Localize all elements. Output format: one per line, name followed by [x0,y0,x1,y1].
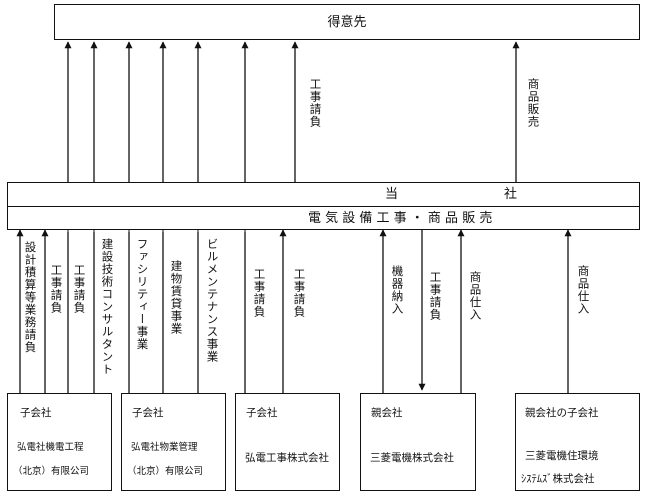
label-facility-business: ファシリティー事業 [135,238,150,351]
company-name: 弘電社機電工程 [17,442,84,453]
company-name-line2: （北京）有限公司 [13,466,90,477]
label-construction-4: 工事請負 [292,268,307,318]
company-type: 子会社 [20,407,52,419]
upper-label-sales: 商品販売 [526,78,541,128]
parent-company-box: 親会社 三菱電機株式会社 [360,393,476,491]
customer-box: 得意先 [54,4,640,40]
customer-label: 得意先 [327,15,367,30]
subsidiary-box-1: 子会社 弘電社機電工程 （北京）有限公司 [7,393,112,491]
label-construction-3: 工事請負 [252,268,267,318]
company-type: 親会社 [371,407,403,419]
company-business-label: 電 気 設 備 工 事 ・ 商 品 販 売 [308,211,493,226]
company-type: 子会社 [246,407,278,419]
company-name: 三菱電機株式会社 [370,452,454,464]
parent-subsidiary-box: 親会社の子会社 三菱電機住環境 ｼｽﾃﾑｽﾞ株式会社 [515,393,640,491]
upper-label-construction: 工事請負 [308,78,323,128]
company-name-line2: （北京）有限公司 [127,466,204,477]
label-engineering-consulting: 建設技術コンサルタント [100,238,115,376]
subsidiary-box-2: 子会社 弘電社物業管理 （北京）有限公司 [121,393,226,491]
company-name: 三菱電機住環境 [525,450,599,462]
company-type: 親会社の子会社 [525,407,599,419]
label-construction-2: 工事請負 [72,264,87,314]
label-goods-purchase-1: 商品仕入 [468,271,483,321]
company-row1-left: 当 [385,187,399,202]
company-box: 当 社 電 気 設 備 工 事 ・ 商 品 販 売 [7,182,640,230]
company-name: 弘電工事株式会社 [245,452,329,464]
company-name: 弘電社物業管理 [131,442,198,453]
label-construction-1: 工事請負 [49,264,64,314]
label-goods-purchase-2: 商品仕入 [576,265,591,315]
label-construction-5: 工事請負 [428,271,443,321]
label-design-estimation: 設計積算等業務請負 [23,241,38,354]
subsidiary-box-3: 子会社 弘電工事株式会社 [235,393,340,491]
label-building-maintenance: ビルメンテナンス事業 [205,238,220,363]
company-type: 子会社 [132,407,164,419]
label-equipment-delivery: 機器納入 [390,265,405,315]
company-name-line2: ｼｽﾃﾑｽﾞ株式会社 [521,473,595,485]
label-building-leasing: 建物賃貸事業 [169,260,184,335]
company-row1-right: 社 [504,187,518,202]
